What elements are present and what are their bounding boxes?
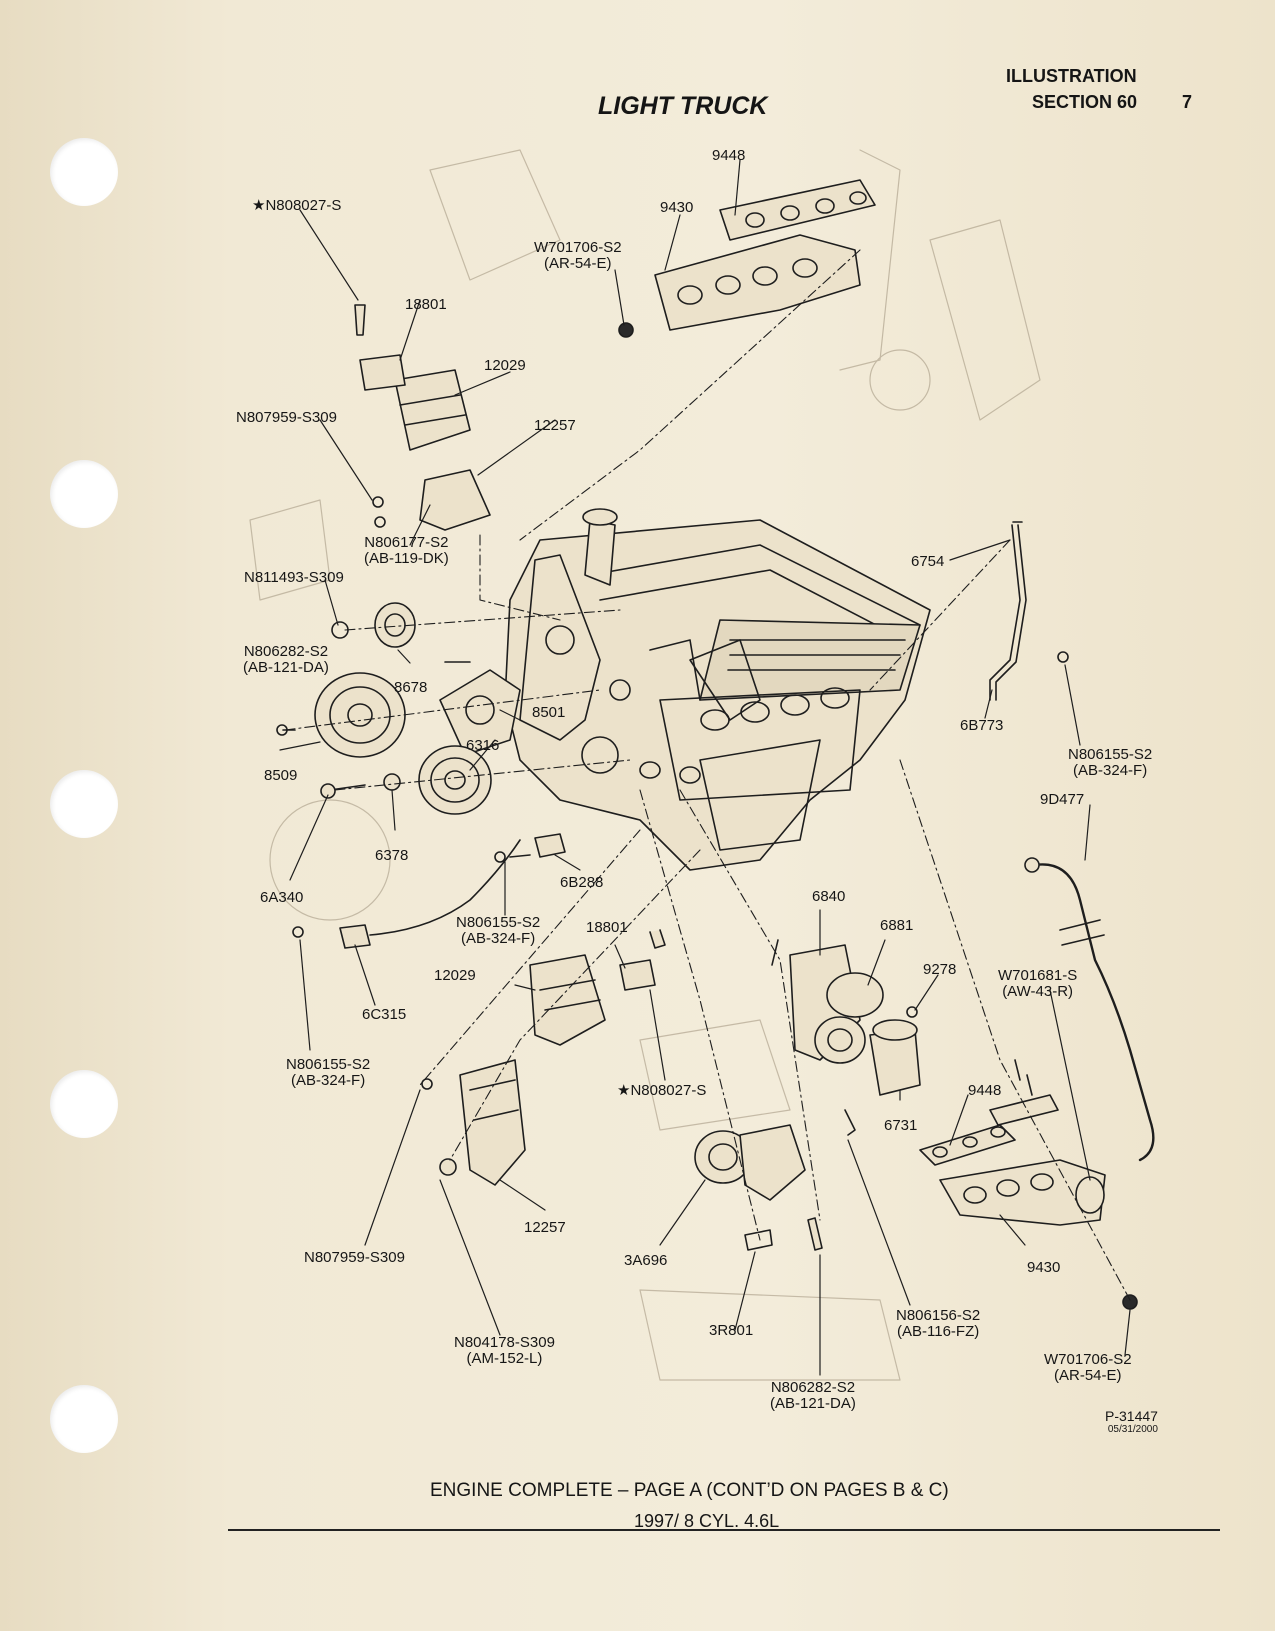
label-n806177: N806177-S2 (AB-119-DK) (364, 535, 449, 567)
label-n811493: N811493-S309 (244, 569, 344, 586)
assembly-centerlines (284, 249, 1131, 1301)
footer-divider (228, 1529, 1220, 1531)
binder-hole (50, 1385, 118, 1453)
label-n806282-left-part: N806282-S2 (243, 643, 329, 660)
label-n806155-mid-part: N806155-S2 (456, 914, 541, 931)
label-12029-mid: 12029 (434, 967, 476, 984)
section-heading: SECTION 60 (1032, 92, 1138, 112)
label-n806282-bot-code: (AB-121-DA) (770, 1395, 856, 1412)
label-9d477: 9D477 (1040, 791, 1085, 808)
label-6378: 6378 (375, 847, 409, 864)
bleed-through-drawing (249, 149, 1041, 1381)
label-n806282-bot-part: N806282-S2 (770, 1379, 856, 1396)
engine-block (504, 508, 931, 871)
binder-hole (50, 460, 118, 528)
label-n806155-left: N806155-S2 (AB-324-F) (286, 1057, 370, 1089)
label-n806156-part: N806156-S2 (896, 1307, 981, 1324)
label-n806177-part: N806177-S2 (364, 534, 449, 551)
label-n806156-code: (AB-116-FZ) (897, 1323, 980, 1340)
label-w701706-top-code: (AR-54-E) (544, 255, 612, 272)
label-n806155-right-code: (AB-324-F) (1073, 762, 1148, 779)
label-n806155-left-code: (AB-324-F) (291, 1072, 366, 1089)
oil-filter-adapter (771, 939, 921, 1136)
label-6881: 6881 (880, 917, 914, 934)
label-n806155-right-part: N806155-S2 (1068, 746, 1153, 763)
label-18801-top: 18801 (405, 296, 447, 313)
label-3a696: 3A696 (624, 1252, 668, 1269)
ignition-coil-upper (354, 304, 491, 531)
label-n806155-left-part: N806155-S2 (286, 1056, 371, 1073)
label-n804178: N804178-S309 (AM-152-L) (454, 1335, 555, 1367)
label-6316: 6316 (466, 737, 500, 754)
label-9430-top: 9430 (660, 199, 694, 216)
label-n804178-part: N804178-S309 (454, 1334, 555, 1351)
label-w701706-bot-code: (AR-54-E) (1054, 1367, 1122, 1384)
label-3r801: 3R801 (709, 1322, 754, 1339)
sensors (292, 833, 566, 949)
label-6840: 6840 (812, 888, 846, 905)
illustration-code-number: P-31447 (1105, 1408, 1158, 1424)
binder-hole (50, 1070, 118, 1138)
label-w701706-bot-part: W701706-S2 (1044, 1351, 1132, 1368)
footer-model: 1997/ 8 CYL. 4.6L (634, 1511, 780, 1531)
label-n808027-top: ★N808027-S (252, 197, 342, 214)
illustration-code-date: 05/31/2000 (1107, 1424, 1158, 1435)
label-9278: 9278 (923, 961, 957, 978)
label-12257-top: 12257 (534, 417, 576, 434)
binder-hole (50, 138, 118, 206)
heater-tube (1024, 857, 1155, 1162)
label-n807959-bot: N807959-S309 (304, 1249, 405, 1266)
binder-hole (50, 770, 118, 838)
label-n806282-left: N806282-S2 (AB-121-DA) (243, 644, 329, 676)
label-n806155-mid: N806155-S2 (AB-324-F) (456, 915, 540, 947)
label-6b773: 6B773 (960, 717, 1004, 734)
label-9448-top: 9448 (712, 147, 746, 164)
label-6731: 6731 (884, 1117, 918, 1134)
label-n806177-code: (AB-119-DK) (364, 550, 449, 567)
label-n807959-top: N807959-S309 (236, 409, 337, 426)
label-12257-mid: 12257 (524, 1219, 566, 1236)
label-n806282-left-code: (AB-121-DA) (243, 659, 329, 676)
page-title: LIGHT TRUCK (598, 92, 768, 120)
label-12029-top: 12029 (484, 357, 526, 374)
footer-caption: ENGINE COMPLETE – PAGE A (CONT’D ON PAGE… (430, 1480, 949, 1501)
illustration-heading: ILLUSTRATION (1006, 66, 1137, 86)
label-8509: 8509 (264, 767, 298, 784)
label-8501: 8501 (532, 704, 566, 721)
label-6754: 6754 (911, 553, 945, 570)
label-6c315: 6C315 (362, 1006, 407, 1023)
label-n806156: N806156-S2 (AB-116-FZ) (896, 1308, 980, 1340)
label-9430-bot: 9430 (1027, 1259, 1061, 1276)
label-w701706-bot: W701706-S2 (AR-54-E) (1044, 1352, 1132, 1384)
label-n806155-mid-code: (AB-324-F) (461, 930, 536, 947)
label-18801-mid: 18801 (586, 919, 628, 936)
label-n806155-right: N806155-S2 (AB-324-F) (1068, 747, 1152, 779)
label-n806282-bot: N806282-S2 (AB-121-DA) (770, 1380, 856, 1412)
leader-lines (279, 159, 1131, 1376)
front-accessories (276, 602, 521, 815)
exhaust-manifold-lower (919, 1059, 1138, 1310)
label-n804178-code: (AM-152-L) (466, 1350, 543, 1367)
label-w701681: W701681-S (AW-43-R) (998, 968, 1077, 1000)
label-w701706-top: W701706-S2 (AR-54-E) (534, 240, 622, 272)
label-w701681-code: (AW-43-R) (1002, 983, 1074, 1000)
label-w701681-part: W701681-S (998, 967, 1078, 984)
label-9448-bot: 9448 (968, 1082, 1002, 1099)
dipstick-tube (989, 521, 1069, 701)
label-w701706-top-part: W701706-S2 (534, 239, 622, 256)
ignition-coil-lower (421, 929, 666, 1186)
illustration-code: P-31447 05/31/2000 (1105, 1408, 1158, 1435)
power-steering-pump (694, 1124, 823, 1251)
page-number: 7 (1182, 92, 1193, 112)
label-8678: 8678 (394, 679, 428, 696)
label-6b288: 6B288 (560, 874, 604, 891)
exhaust-manifold-upper (618, 179, 876, 338)
label-6a340: 6A340 (260, 889, 304, 906)
label-n808027-mid: ★N808027-S (617, 1082, 707, 1099)
